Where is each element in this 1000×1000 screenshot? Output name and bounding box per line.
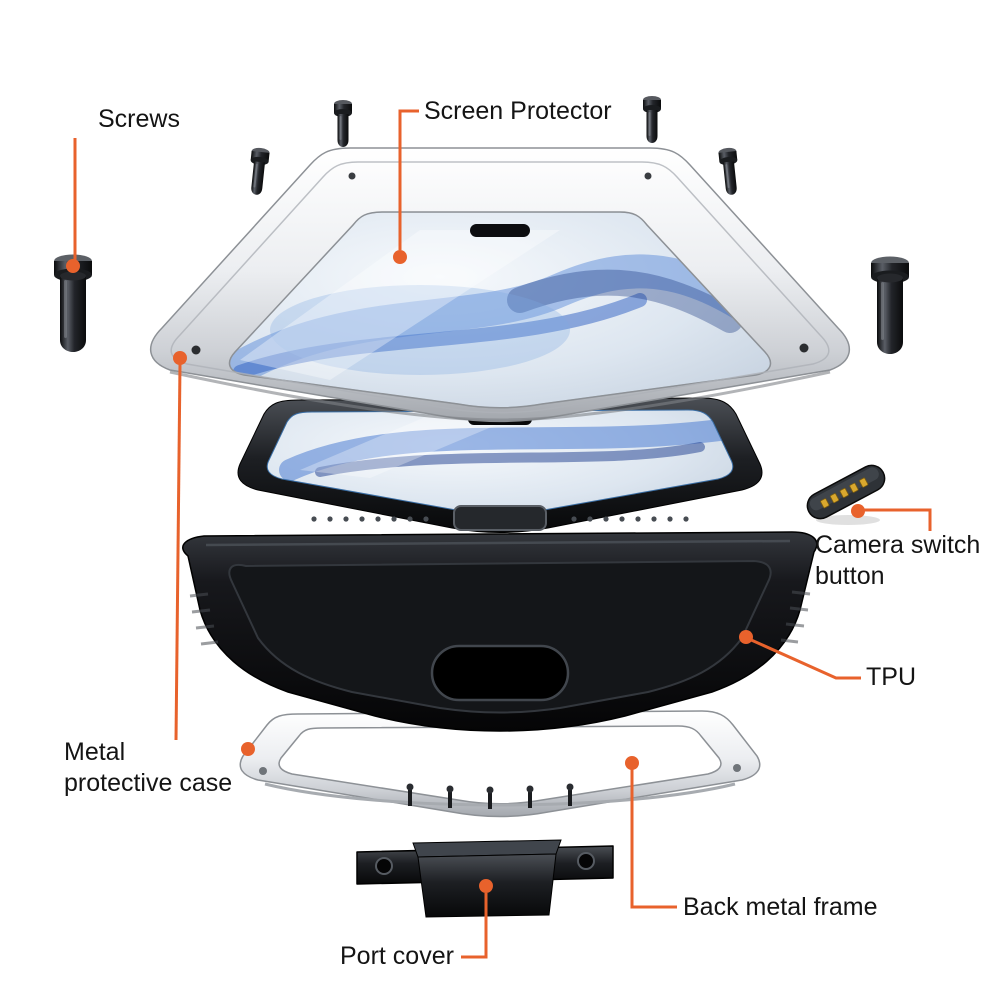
frame-screw-hole-top-left	[348, 172, 356, 180]
camera-switch-button	[806, 464, 886, 525]
port-cover-hole-right	[577, 852, 595, 870]
screw-top-4	[718, 147, 741, 196]
leader-line-tpu	[748, 637, 861, 680]
leader-lines	[73, 109, 932, 959]
phone	[237, 397, 763, 533]
tpu-center-cutout	[430, 644, 570, 702]
label-camera-switch-line2: button	[815, 562, 885, 590]
leader-line-back-frame	[630, 769, 677, 909]
callout-dot-screws	[66, 259, 80, 273]
label-screen-protector: Screen Protector	[424, 97, 612, 125]
label-metal-case-line1: Metal	[64, 738, 126, 766]
phone-speaker-holes	[311, 516, 689, 522]
callout-dot-metal-case-bottom	[241, 742, 255, 756]
callout-dot-back-frame	[625, 756, 639, 770]
back-frame-screw-hole-left	[259, 767, 267, 775]
leader-line-port-cover	[461, 893, 488, 959]
camera-switch-gold-contacts	[820, 477, 869, 509]
callout-dot-camera-switch	[851, 504, 865, 518]
label-metal-case-line2: protective case	[64, 769, 233, 797]
callout-dot-tpu	[739, 630, 753, 644]
callout-dot-metal-case-top	[173, 351, 187, 365]
callout-dots	[66, 250, 865, 893]
callout-dot-port-cover	[479, 879, 493, 893]
tpu-grip-ridges-left	[189, 592, 219, 646]
leader-line-metal-case	[174, 363, 182, 741]
tpu-case	[182, 531, 818, 732]
frame-screw-hole-right	[799, 343, 809, 353]
frame-screw-hole-top-right	[644, 172, 652, 180]
label-camera-switch-line1: Camera switch	[815, 531, 981, 559]
front-metal-frame	[149, 147, 851, 422]
screw-top-3	[247, 147, 270, 196]
protector-camera-notch	[470, 224, 530, 237]
label-back-metal-frame: Back metal frame	[683, 893, 878, 921]
tpu-inner-basin	[228, 559, 772, 714]
leader-line-screen-protector	[398, 109, 419, 250]
port-cover	[356, 839, 614, 918]
screw-top-2	[643, 96, 661, 143]
back-metal-frame	[239, 710, 761, 818]
label-tpu: TPU	[866, 663, 916, 691]
leader-line-camera-switch	[862, 508, 932, 531]
label-port-cover: Port cover	[340, 942, 454, 970]
screw-side-right	[871, 256, 909, 354]
label-screws: Screws	[98, 105, 180, 133]
frame-screw-hole-left	[191, 345, 201, 355]
back-frame-pins	[408, 789, 572, 809]
tpu-grip-ridges-right	[780, 590, 811, 644]
label-camera-switch-button: Camera switch button	[815, 530, 980, 592]
callout-dot-screen-protector	[393, 250, 407, 264]
back-frame-screw-hole-right	[733, 764, 741, 772]
screw-top-1	[334, 100, 352, 147]
port-cover-hole-left	[375, 857, 393, 875]
label-metal-protective-case: Metal protective case	[64, 737, 232, 799]
phone-port-cutout	[453, 505, 547, 531]
